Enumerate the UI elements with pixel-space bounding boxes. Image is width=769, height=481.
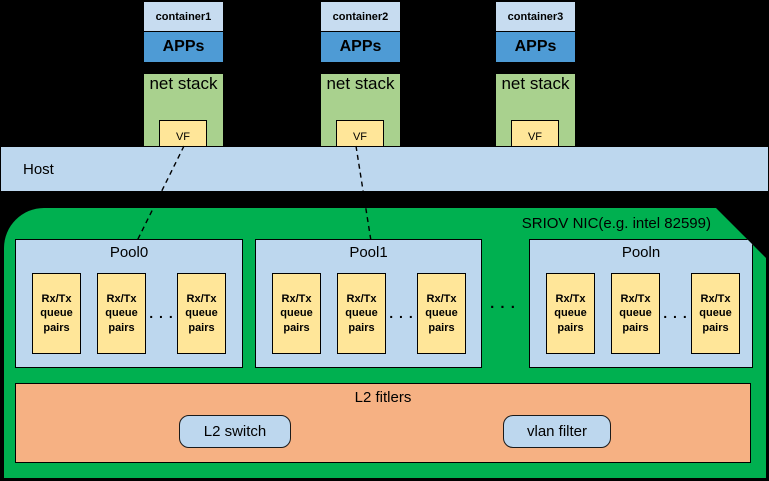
queue-pair-box: Rx/Tx queue pairs (611, 273, 660, 354)
queue-ellipsis: . . . (389, 304, 414, 321)
container1-title: container1 (143, 1, 224, 32)
netstack-label: net stack (149, 74, 218, 93)
pooln-title: Pooln (621, 244, 661, 261)
sriov-nic-label: SRIOV NIC(e.g. intel 82599) (521, 215, 711, 232)
sriov-nic-shape: SRIOV NIC(e.g. intel 82599) Pool0 Rx/Tx … (4, 208, 766, 478)
container3-netstack-box: net stack VF (495, 74, 576, 154)
container2-netstack-box: net stack VF (320, 74, 401, 154)
queue-ellipsis: . . . (663, 304, 688, 321)
queue-pair-box: Rx/Tx queue pairs (546, 273, 595, 354)
host-label: Host (23, 160, 54, 178)
queue-pair-box: Rx/Tx queue pairs (337, 273, 386, 354)
container3-title: container3 (495, 1, 576, 32)
queue-pair-box: Rx/Tx queue pairs (272, 273, 321, 354)
pool1-title: Pool1 (349, 244, 388, 261)
pools-ellipsis: . . . (490, 294, 516, 312)
container1-netstack-box: net stack VF (143, 74, 224, 154)
pool0-title: Pool0 (109, 244, 149, 261)
pool0-box: Pool0 Rx/Tx queue pairs Rx/Tx queue pair… (15, 239, 243, 368)
vlan-filter-box: vlan filter (503, 415, 611, 448)
container2-stack: container2 APPs net stack VF (320, 1, 401, 154)
l2-filters-title: L2 fitlers (354, 389, 412, 406)
queue-pair-box: Rx/Tx queue pairs (32, 273, 81, 354)
pool1-box: Pool1 Rx/Tx queue pairs Rx/Tx queue pair… (255, 239, 482, 368)
container1-stack: container1 APPs net stack VF (143, 1, 224, 154)
queue-pair-box: Rx/Tx queue pairs (691, 273, 740, 354)
netstack-label: net stack (501, 74, 570, 93)
container3-apps-box: APPs (495, 32, 576, 63)
l2-switch-box: L2 switch (179, 415, 291, 448)
container3-stack: container3 APPs net stack VF (495, 1, 576, 154)
queue-ellipsis: . . . (149, 304, 174, 321)
container1-apps-box: APPs (143, 32, 224, 63)
queue-pair-box: Rx/Tx queue pairs (177, 273, 226, 354)
queue-pair-box: Rx/Tx queue pairs (417, 273, 466, 354)
container2-title: container2 (320, 1, 401, 32)
host-bar: Host (0, 146, 769, 192)
queue-pair-box: Rx/Tx queue pairs (97, 273, 146, 354)
container2-apps-box: APPs (320, 32, 401, 63)
netstack-label: net stack (326, 74, 395, 93)
pooln-box: Pooln Rx/Tx queue pairs Rx/Tx queue pair… (529, 239, 753, 368)
l2-filters-box: L2 fitlers L2 switch vlan filter (15, 383, 751, 463)
